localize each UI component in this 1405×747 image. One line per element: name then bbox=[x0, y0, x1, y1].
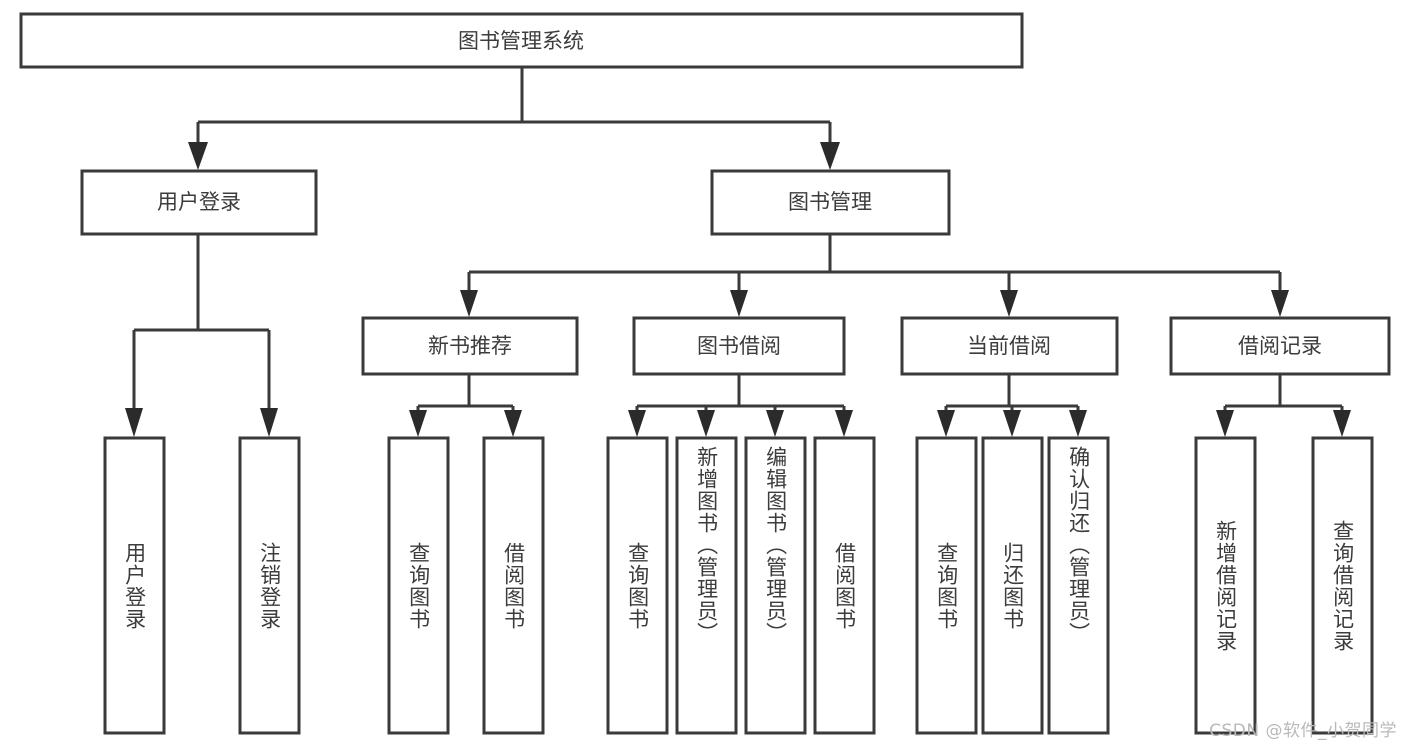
arrow-head-book-borrow bbox=[730, 290, 748, 317]
arrow-head-leaf-borrow-book-2 bbox=[835, 410, 853, 437]
arrow-head-book-manage bbox=[820, 142, 840, 170]
node-leaf-edit-book-box[interactable] bbox=[744, 436, 807, 735]
arrow-head-leaf-borrow-book-1 bbox=[504, 410, 522, 437]
node-leaf-add-record-box[interactable] bbox=[1194, 436, 1257, 735]
node-user-login-label: 用户登录 bbox=[157, 190, 241, 214]
node-leaf-return-book-box[interactable] bbox=[981, 436, 1044, 735]
node-root-label: 图书管理系统 bbox=[458, 29, 584, 53]
node-leaf-query-record-box[interactable] bbox=[1311, 436, 1374, 735]
arrow-head-leaf-add-book bbox=[697, 410, 715, 437]
node-leaf-borrow-book-2-box[interactable] bbox=[813, 436, 876, 735]
node-leaf-borrow-book-1-box[interactable] bbox=[482, 436, 545, 735]
node-leaf-confirm-return-box[interactable] bbox=[1047, 436, 1110, 735]
node-leaf-query-book-3-box[interactable] bbox=[915, 436, 978, 735]
watermark-label: CSDN @软件_小贺同学 bbox=[1209, 721, 1397, 741]
arrow-head-leaf-query-book-1 bbox=[409, 410, 427, 437]
node-leaf-query-book-2-box[interactable] bbox=[606, 436, 669, 735]
arrow-head-leaf-query-book-2 bbox=[628, 410, 646, 437]
arrow-head-leaf-query-record bbox=[1333, 410, 1351, 437]
node-book-manage-box[interactable] bbox=[710, 169, 951, 236]
node-book-manage-label: 图书管理 bbox=[788, 190, 872, 214]
node-current-borrow-label: 当前借阅 bbox=[967, 334, 1051, 358]
arrow-head-leaf-confirm-return bbox=[1069, 410, 1087, 437]
node-book-borrow-box[interactable] bbox=[632, 316, 846, 376]
arrow-head-user-login bbox=[188, 142, 208, 170]
connector-layer bbox=[125, 67, 1351, 437]
arrow-head-leaf-return-book bbox=[1003, 410, 1021, 437]
node-leaf-query-book-1-box[interactable] bbox=[387, 436, 450, 735]
node-user-login-box[interactable] bbox=[80, 169, 318, 236]
node-current-borrow-box[interactable] bbox=[900, 316, 1119, 376]
node-new-book-recommend-box[interactable] bbox=[361, 316, 579, 376]
node-borrow-record-label: 借阅记录 bbox=[1238, 334, 1322, 358]
arrow-head-leaf-query-book-3 bbox=[937, 410, 955, 437]
node-new-book-recommend-label: 新书推荐 bbox=[428, 334, 512, 358]
node-book-borrow-label: 图书借阅 bbox=[697, 334, 781, 358]
arrow-head-leaf-add-record bbox=[1216, 410, 1234, 437]
arrow-head-current-borrow bbox=[1000, 290, 1018, 317]
arrow-head-leaf-edit-book bbox=[766, 410, 784, 437]
node-leaf-add-book-box[interactable] bbox=[675, 436, 738, 735]
arrow-head-borrow-record bbox=[1271, 290, 1289, 317]
node-borrow-record-box[interactable] bbox=[1169, 316, 1391, 376]
arrow-head-new-book-recommend bbox=[460, 290, 478, 317]
arrow-head-leaf-user-login bbox=[125, 408, 143, 437]
node-layer: 图书管理系统 用户登录 图书管理 新书推荐 图书借阅 当前借阅 借阅记录 bbox=[19, 12, 1391, 735]
node-leaf-user-login-box[interactable] bbox=[103, 436, 166, 735]
arrow-head-leaf-user-logout bbox=[260, 408, 278, 437]
node-leaf-user-logout-box[interactable] bbox=[238, 436, 301, 735]
node-root-box[interactable] bbox=[19, 12, 1024, 69]
